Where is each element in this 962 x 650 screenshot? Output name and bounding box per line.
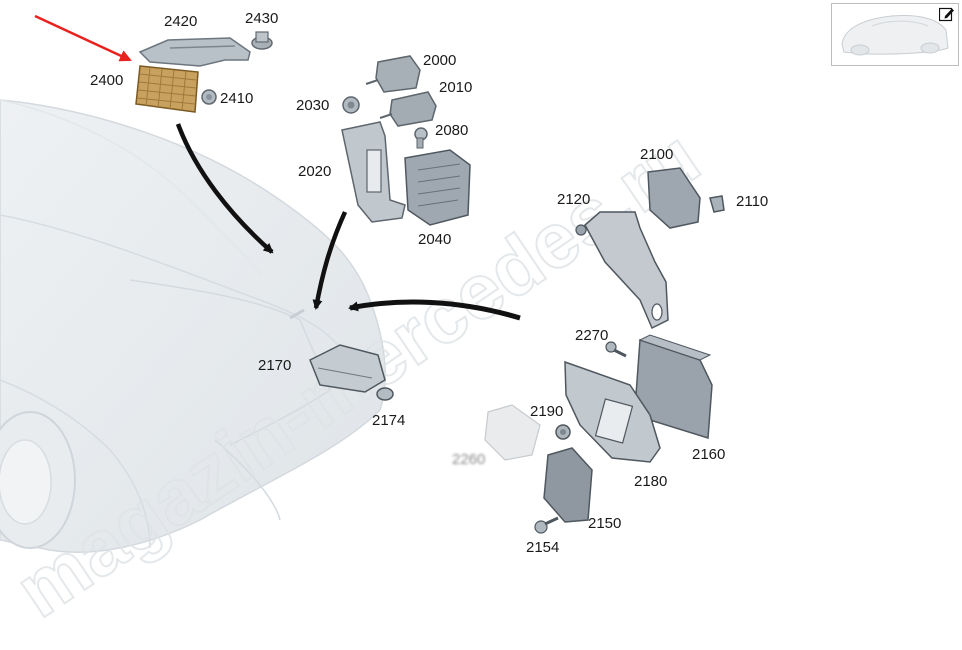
part-2120-bracket[interactable] xyxy=(575,211,669,330)
part-2180-carrier[interactable] xyxy=(564,360,661,463)
part-2420-bracket[interactable] xyxy=(138,37,251,67)
label-2430[interactable]: 2430 xyxy=(245,10,279,27)
part-2190-nut[interactable] xyxy=(555,424,571,440)
highlight-arrow xyxy=(34,14,132,62)
label-2010[interactable]: 2010 xyxy=(439,79,473,96)
label-2100[interactable]: 2100 xyxy=(640,146,674,163)
callout-arrow-2020 xyxy=(312,211,348,310)
part-2030-grommet[interactable] xyxy=(342,96,360,114)
part-2400-module[interactable] xyxy=(135,65,199,113)
part-2174-clip[interactable] xyxy=(376,387,394,401)
label-2120[interactable]: 2120 xyxy=(557,191,591,208)
pencil-edit-icon[interactable] xyxy=(939,6,955,22)
part-2430-grommet[interactable] xyxy=(251,31,273,50)
label-2040[interactable]: 2040 xyxy=(418,231,452,248)
part-2160-module[interactable] xyxy=(635,334,713,439)
car-rear-outline xyxy=(0,99,386,553)
label-2260[interactable]: 2260 xyxy=(452,451,486,468)
part-2154-screw[interactable] xyxy=(534,516,559,534)
label-2400[interactable]: 2400 xyxy=(90,72,124,89)
label-2154[interactable]: 2154 xyxy=(526,539,560,556)
label-2174[interactable]: 2174 xyxy=(372,412,406,429)
label-2180[interactable]: 2180 xyxy=(634,473,668,490)
part-2150-module[interactable] xyxy=(543,447,593,523)
label-2150[interactable]: 2150 xyxy=(588,515,622,532)
label-2420[interactable]: 2420 xyxy=(164,13,198,30)
callout-arrow-2400 xyxy=(175,123,274,254)
thumbnail-car-image xyxy=(841,15,949,56)
label-2410[interactable]: 2410 xyxy=(220,90,254,107)
label-2170[interactable]: 2170 xyxy=(258,357,292,374)
vehicle-thumbnail[interactable] xyxy=(831,3,959,66)
part-2020-bracket[interactable] xyxy=(341,121,406,223)
callout-arrow-2120 xyxy=(348,299,521,321)
part-2040-fusebox[interactable] xyxy=(404,149,471,226)
part-2110-clip[interactable] xyxy=(709,195,725,213)
label-2030[interactable]: 2030 xyxy=(296,97,330,114)
part-2000-module[interactable] xyxy=(365,55,421,93)
label-2160[interactable]: 2160 xyxy=(692,446,726,463)
part-2100-module[interactable] xyxy=(647,167,701,229)
label-2190[interactable]: 2190 xyxy=(530,403,564,420)
part-2260-module[interactable] xyxy=(484,404,541,461)
part-2010-module[interactable] xyxy=(379,91,437,127)
part-2080-bolt[interactable] xyxy=(414,127,428,149)
part-2270-screw[interactable] xyxy=(605,341,627,358)
label-2020[interactable]: 2020 xyxy=(298,163,332,180)
label-2080[interactable]: 2080 xyxy=(435,122,469,139)
label-2000[interactable]: 2000 xyxy=(423,52,457,69)
part-2170-module[interactable] xyxy=(309,344,386,393)
part-2410-nut[interactable] xyxy=(201,89,217,105)
label-2110[interactable]: 2110 xyxy=(736,193,769,210)
label-2270[interactable]: 2270 xyxy=(575,327,609,344)
